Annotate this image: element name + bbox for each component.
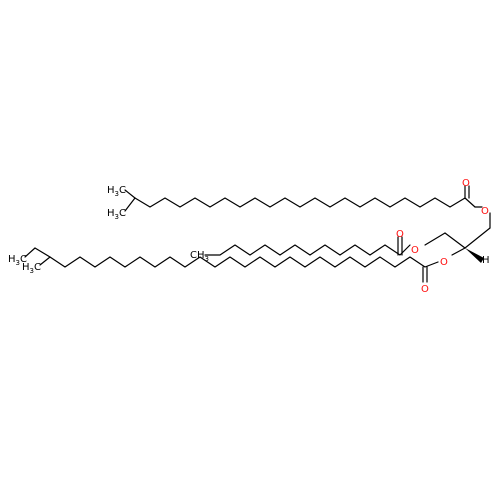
label-h-stereo: H bbox=[482, 255, 490, 266]
glycerol-bond-4 bbox=[424, 232, 446, 246]
top-acyl-chain bbox=[134, 197, 476, 208]
label-o-carbonyl-top: O bbox=[462, 178, 470, 189]
label-o-ester-bottom: O bbox=[440, 257, 448, 268]
label-o-carbonyl-bottom: O bbox=[421, 284, 429, 295]
label-o-ester-top: O bbox=[481, 206, 489, 217]
label-o-carbonyl-mid: O bbox=[396, 229, 404, 240]
glycerol-bond-2 bbox=[464, 227, 491, 249]
label-ch3-middle: CH3 bbox=[190, 250, 209, 263]
bottom-ethyl-bond bbox=[24, 247, 36, 258]
bottom-acyl-chain bbox=[49, 256, 439, 268]
middle-acyl-chain bbox=[204, 244, 411, 256]
label-h3c-bottom-lower: H3C bbox=[22, 262, 41, 275]
label-h3c-bottom-upper: H3C bbox=[8, 254, 27, 267]
bond-lines bbox=[24, 185, 491, 283]
atom-labels: H3C H3C CH3 H3C H3C O O O O O O H bbox=[8, 178, 490, 295]
label-o-ester-mid: O bbox=[411, 245, 419, 256]
bottom-branch-bond-2 bbox=[39, 256, 51, 266]
stereo-wedge bbox=[465, 248, 484, 263]
label-h3c-top-upper: H3C bbox=[107, 185, 126, 198]
glycerol-bond-3 bbox=[444, 232, 466, 249]
top-branch-bond bbox=[124, 189, 136, 199]
top-branch-bond-2 bbox=[124, 197, 136, 212]
bottom-branch-bond bbox=[34, 247, 51, 258]
label-h3c-top-lower: H3C bbox=[107, 208, 126, 221]
glycerol-bond-5 bbox=[451, 247, 466, 256]
